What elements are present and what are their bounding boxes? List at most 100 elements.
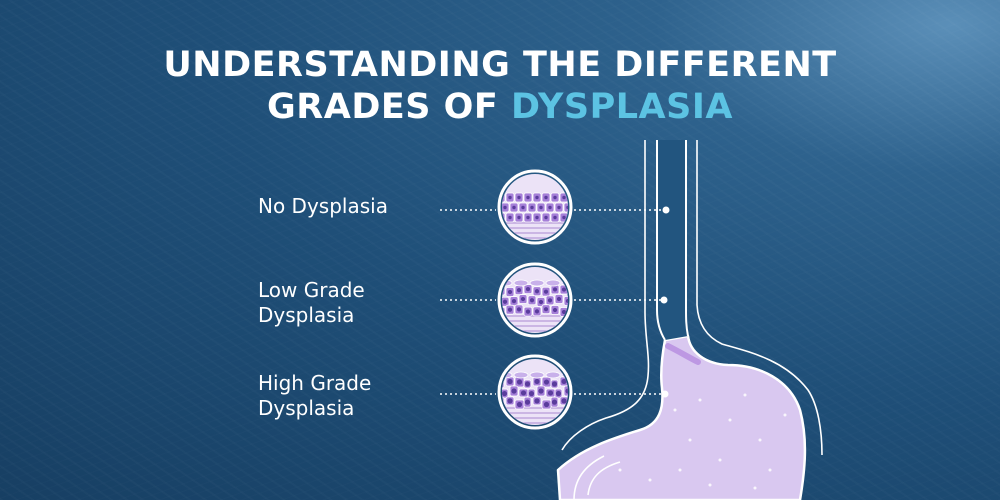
cell-nucleus — [561, 309, 567, 315]
cell-layer-no-dysplasia — [502, 192, 578, 239]
cell-nucleus — [562, 195, 566, 200]
label-no-dysplasia-line-1: No Dysplasia — [258, 194, 388, 218]
cell-nucleus — [561, 398, 567, 404]
esophagus-right-wall — [685, 140, 689, 337]
cell-nucleus — [535, 195, 539, 200]
cell-nucleus — [557, 205, 561, 210]
esophagus-outer-right — [696, 140, 823, 456]
cell-nucleus — [508, 215, 512, 220]
stomach-lining-highlight — [665, 343, 701, 365]
magnifier-ring-3 — [497, 354, 573, 430]
cell-nucleus — [507, 307, 513, 312]
label-low-grade-dysplasia: Low Grade Dysplasia — [258, 278, 365, 328]
cell-nucleus — [529, 298, 535, 303]
surface-bump — [545, 371, 561, 379]
cell-nucleus — [561, 287, 567, 292]
surface-bump — [529, 279, 545, 287]
cell-nucleus — [516, 288, 522, 293]
cell-nucleus — [524, 381, 531, 387]
surface-bump — [513, 279, 529, 287]
connectors — [440, 206, 670, 398]
cell-nucleus — [571, 402, 576, 407]
esophagus-left-wall — [656, 140, 666, 341]
cell-nucleus — [548, 205, 552, 210]
cell-nucleus — [502, 299, 508, 304]
cell-nucleus — [516, 379, 523, 385]
magnifier-high-grade — [497, 354, 582, 430]
cell-nucleus — [525, 287, 531, 292]
cell-nucleus — [507, 378, 513, 385]
cell-nucleus — [555, 390, 562, 397]
cell-nucleus — [543, 289, 549, 294]
cell-nucleus — [571, 379, 576, 384]
cell — [563, 296, 568, 306]
cell-nucleus — [517, 195, 521, 200]
cell-nucleus — [526, 195, 530, 200]
cell-nucleus — [552, 307, 558, 313]
cell-nucleus — [511, 299, 517, 304]
cell-nucleus — [520, 296, 526, 302]
magnifier-low-grade — [497, 262, 581, 338]
esophagus-outer-left — [561, 140, 650, 451]
cell-nucleus — [507, 398, 513, 404]
cell-nucleus — [534, 398, 540, 404]
cell-nucleus — [544, 195, 548, 200]
cell-nucleus — [556, 296, 562, 302]
cell-nucleus — [553, 215, 557, 220]
cell-nucleus — [528, 390, 535, 397]
cell-nucleus — [543, 401, 550, 408]
cell-nucleus — [502, 390, 508, 397]
cell-nucleus — [551, 399, 558, 405]
cell-nucleus — [571, 309, 575, 313]
label-high-grade-line-1: High Grade — [258, 371, 372, 395]
cell-nucleus — [524, 399, 531, 405]
cell-nucleus — [539, 205, 543, 210]
cell-nucleus — [571, 216, 574, 219]
cell-nucleus — [551, 381, 558, 387]
cell-nucleus — [507, 289, 513, 295]
cell-nucleus — [575, 390, 580, 395]
cell-nucleus — [575, 206, 578, 209]
title-line-1: UNDERSTANDING THE DIFFERENT — [163, 45, 837, 85]
cell-nucleus — [547, 390, 554, 396]
cell-nucleus — [552, 287, 558, 292]
cell — [573, 297, 581, 306]
cell-nucleus — [534, 309, 540, 314]
cell-nucleus — [544, 215, 548, 220]
cell-nucleus — [516, 401, 523, 408]
cell-nucleus — [503, 205, 507, 210]
cell-nucleus — [521, 205, 525, 210]
cell — [563, 385, 568, 397]
surface-bump — [529, 371, 545, 379]
cell-nucleus — [525, 309, 531, 314]
cell-nucleus — [530, 205, 534, 210]
marker-dot-2 — [660, 296, 668, 304]
cell-nucleus — [561, 378, 567, 385]
cell-nucleus — [562, 215, 566, 220]
cell-nucleus — [516, 307, 522, 312]
stomach-illustration — [556, 140, 823, 500]
cell-nucleus — [553, 195, 557, 200]
marker-dot-1 — [662, 206, 670, 214]
surface-bump — [513, 371, 529, 379]
stomach-outer-curve — [573, 455, 605, 500]
cell-nucleus — [534, 289, 540, 294]
page-title: UNDERSTANDING THE DIFFERENT GRADES OF DY… — [0, 44, 1000, 128]
cell-nucleus — [547, 298, 553, 303]
label-high-grade-line-2: Dysplasia — [258, 396, 355, 420]
cell-nucleus — [535, 215, 539, 220]
cell-nucleus — [565, 298, 568, 304]
stomach-body — [556, 334, 807, 500]
label-high-grade-dysplasia: High Grade Dysplasia — [258, 371, 371, 421]
cell — [573, 389, 582, 397]
stomach-inner-curve — [587, 461, 621, 496]
cell-nucleus — [511, 388, 517, 394]
cell-nucleus — [517, 215, 521, 220]
cell-nucleus — [571, 196, 574, 199]
marker-dot-3 — [661, 390, 669, 398]
magnifier-ring-2 — [497, 262, 573, 338]
cell-nucleus — [543, 307, 549, 312]
cell-nucleus — [538, 299, 544, 305]
cell-nucleus — [565, 388, 568, 394]
